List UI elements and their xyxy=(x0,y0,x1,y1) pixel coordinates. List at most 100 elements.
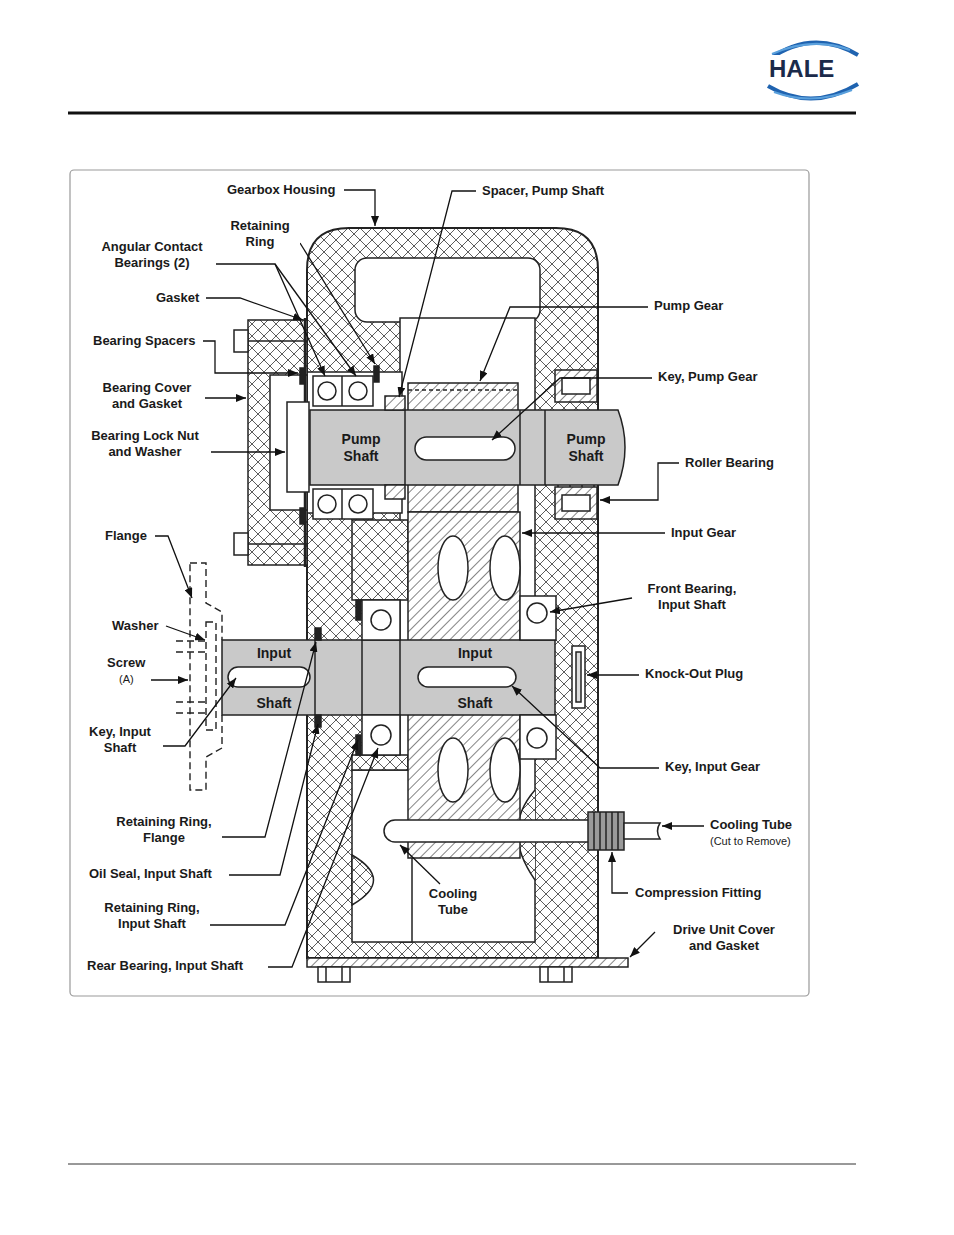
part-label: Key, Input Gear xyxy=(663,759,762,775)
part-label: Screw xyxy=(105,655,147,671)
leader-lines-part xyxy=(203,341,298,373)
drive-unit-cover-part xyxy=(325,967,327,982)
part-label: Spacer, Pump Shaft xyxy=(480,183,606,199)
bearing-cover-part xyxy=(234,330,248,352)
leader-lines-part xyxy=(210,740,358,925)
header-rule xyxy=(68,112,856,115)
input-shaft-part xyxy=(362,600,400,640)
part-label: Pump Gear xyxy=(652,298,725,314)
part-label: (A) xyxy=(117,672,136,686)
pump-shaft-part xyxy=(544,410,546,485)
gearbox-housing xyxy=(307,228,598,958)
part-label: Pump Shaft xyxy=(559,431,613,465)
pump-shaft-part xyxy=(341,376,343,406)
pump-shaft-part xyxy=(349,495,367,513)
leader-lines-part xyxy=(480,307,648,381)
input-shaft-part xyxy=(418,667,516,687)
input-shaft-part xyxy=(371,725,391,745)
flange-outline-part xyxy=(176,712,206,713)
pump-shaft-part xyxy=(404,410,406,485)
part-label: Retaining Ring, Flange xyxy=(106,814,222,846)
leader-lines-part xyxy=(163,678,236,746)
flange-outline-part xyxy=(190,563,222,640)
logo-swoosh-part xyxy=(772,44,850,54)
cooling-tube-part xyxy=(617,812,619,850)
part-label: Washer xyxy=(110,618,160,634)
drive-unit-cover-part xyxy=(563,967,565,982)
part-label: Gearbox Housing xyxy=(225,182,337,198)
pump-shaft-part xyxy=(562,495,590,511)
leader-lines-part xyxy=(662,825,704,826)
leader-lines-part xyxy=(630,932,655,957)
leader-lines-part xyxy=(166,626,205,640)
pump-shaft-part xyxy=(385,396,405,410)
drive-unit-cover-part xyxy=(307,958,628,967)
flange-outline-part xyxy=(206,622,216,730)
part-label: Bearing Spacers xyxy=(91,333,198,349)
pump-shaft-part xyxy=(287,402,309,492)
flange-outline xyxy=(176,563,222,790)
input-shaft-part xyxy=(315,628,321,640)
part-label: Pump Shaft xyxy=(334,431,388,465)
pump-shaft-part xyxy=(519,410,521,485)
part-label: Input Shaft xyxy=(249,628,299,728)
flange-outline-part xyxy=(190,563,222,790)
gears-part xyxy=(438,536,468,600)
input-shaft-part xyxy=(371,610,391,630)
part-label: Key, Pump Gear xyxy=(656,369,759,385)
bearing-cover-part xyxy=(234,533,248,555)
gearbox-housing-part xyxy=(307,228,598,958)
gears-part xyxy=(490,536,520,600)
input-shaft-part xyxy=(362,715,400,755)
cooling-tube-part xyxy=(611,812,613,850)
pump-shaft-part xyxy=(349,382,367,400)
leader-lines-part xyxy=(206,298,303,320)
gears xyxy=(408,383,520,858)
input-shaft-part xyxy=(314,640,316,715)
input-shaft-part xyxy=(520,596,556,640)
part-label: Front Bearing, Input Shaft xyxy=(634,581,750,613)
part-label: Bearing Cover and Gasket xyxy=(89,380,205,412)
input-shaft-part xyxy=(576,652,581,702)
bearing-cover-part xyxy=(248,340,307,342)
input-shaft-part xyxy=(527,728,547,748)
leader-lines xyxy=(151,190,704,967)
pump-shaft-part xyxy=(310,410,625,485)
bearing-cover-part xyxy=(248,543,307,545)
leader-lines-part xyxy=(492,378,652,440)
leader-lines-part xyxy=(205,397,246,398)
flange-outline-part xyxy=(176,651,206,652)
leader-lines-part xyxy=(344,190,375,226)
gears-part xyxy=(490,738,520,802)
leader-lines-part xyxy=(612,852,628,893)
pump-shaft-part xyxy=(415,437,515,460)
cooling-tube-part xyxy=(624,823,660,839)
pump-shaft-part xyxy=(341,489,343,519)
pump-shaft-part xyxy=(562,378,590,394)
leader-lines-part xyxy=(600,463,679,500)
part-label: Retaining Ring, Input Shaft xyxy=(94,900,210,932)
part-label: Gasket xyxy=(154,290,201,306)
leader-lines-part xyxy=(216,264,325,376)
gearbox-housing-part xyxy=(352,520,408,600)
drive-unit-cover-part xyxy=(547,967,549,982)
leader-lines-part xyxy=(400,845,440,884)
pump-shaft-part xyxy=(313,376,373,406)
part-label: Oil Seal, Input Shaft xyxy=(87,866,214,882)
leader-lines-part xyxy=(399,191,476,397)
part-label: Bearing Lock Nut and Washer xyxy=(79,428,211,460)
leader-lines-part xyxy=(151,679,188,680)
leader-lines-part xyxy=(512,686,659,768)
pump-shaft-part xyxy=(318,495,336,513)
part-label: Cooling Tube xyxy=(419,886,487,918)
pump-shaft-part xyxy=(318,382,336,400)
input-shaft-part xyxy=(361,640,363,715)
leader-lines-part xyxy=(211,451,285,452)
gears-part xyxy=(438,738,468,802)
drive-unit-cover-part xyxy=(540,967,572,982)
part-label: Knock-Out Plug xyxy=(643,666,745,682)
logo-swoosh-part xyxy=(768,84,858,99)
gearbox-housing-part xyxy=(352,755,408,770)
input-shaft xyxy=(222,596,585,759)
